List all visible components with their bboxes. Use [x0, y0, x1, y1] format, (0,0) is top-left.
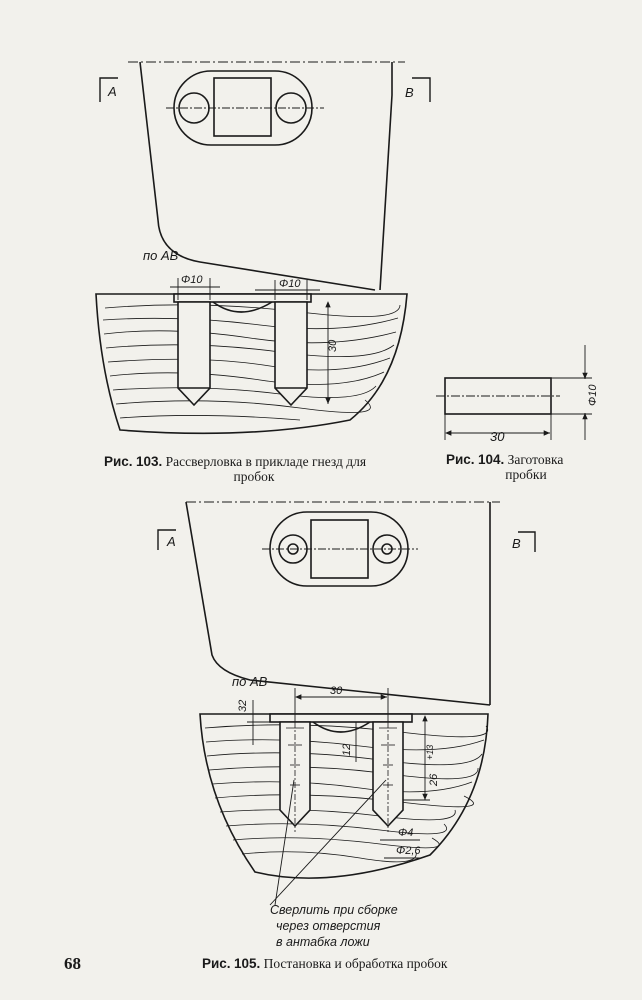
fig103-dim-depth: 30: [327, 339, 339, 352]
fig105-dim-phi4: Φ4: [398, 827, 413, 839]
fig103-caption-text-line2: пробок: [233, 469, 275, 484]
fig104-caption-text-line2: пробки: [505, 467, 547, 482]
fig105-dim-top: 32: [237, 700, 249, 712]
fig103-dim-hole2: Φ10: [279, 278, 301, 290]
fig104-dim-length: 30: [490, 429, 505, 444]
fig103-section-view-label: по АВ: [143, 248, 179, 263]
fig104-dim-diameter: Φ10: [587, 384, 599, 406]
fig103-section-right-label: B: [405, 85, 414, 100]
fig103-section-left-label: A: [107, 84, 117, 99]
fig105-dim-26-tolerance: +13: [425, 745, 435, 760]
fig105-caption-prefix: Рис.: [202, 956, 231, 971]
fig105-dim-phi26: Φ2,6: [396, 845, 421, 857]
fig104-caption-number: 104.: [477, 452, 505, 467]
fig105-dim-26: 26: [428, 773, 440, 787]
fig104-caption-prefix: Рис.: [446, 452, 475, 467]
fig105-note-line2: через отверстия: [276, 919, 381, 933]
fig105-note-line1: Сверлить при сборке: [270, 903, 398, 917]
fig104-caption-text: Заготовка: [507, 452, 564, 467]
fig103-dim-hole1: Φ10: [181, 274, 203, 286]
fig105-caption-text: Постановка и обработка пробок: [263, 956, 448, 971]
fig105-section-left-label: A: [166, 534, 176, 549]
fig105-caption: Рис. 105. Постановка и обработка пробок: [202, 956, 522, 971]
fig104-caption: Рис. 104. Заготовка пробки: [446, 452, 606, 482]
fig103-caption-text: Рассверловка в прикладе гнезд для: [165, 454, 367, 469]
fig105-dim-12: 12: [341, 744, 353, 756]
fig105-drawing: [157, 501, 536, 906]
fig103-drawing: [95, 61, 431, 435]
page-number: 68: [64, 954, 81, 973]
fig105-dim-spacing: 30: [330, 685, 343, 697]
fig103-caption-number: 103.: [135, 454, 163, 469]
fig104-drawing: [436, 345, 592, 440]
fig105-note-line3: в антабка ложи: [276, 935, 370, 949]
fig105-section-view-label: по АВ: [232, 674, 268, 689]
fig105-section-right-label: B: [512, 536, 521, 551]
fig103-caption: Рис. 103. Рассверловка в прикладе гнезд …: [104, 454, 424, 484]
fig103-caption-prefix: Рис.: [104, 454, 133, 469]
fig105-caption-number: 105.: [233, 956, 261, 971]
